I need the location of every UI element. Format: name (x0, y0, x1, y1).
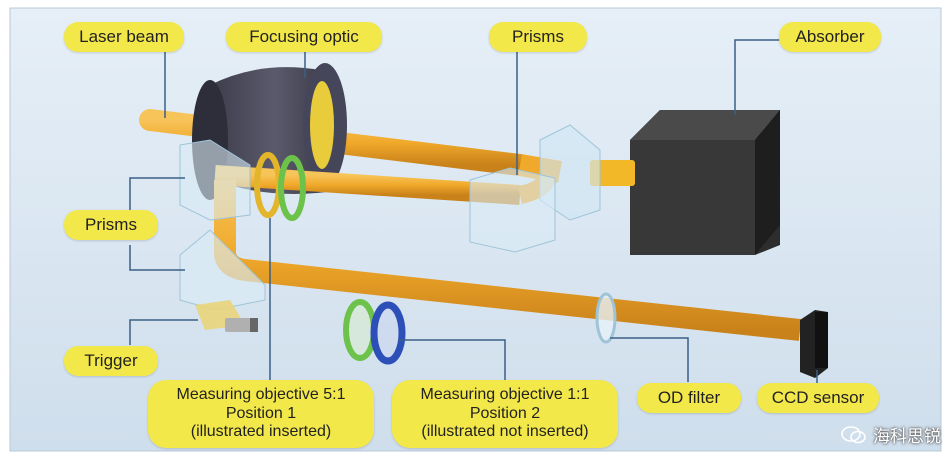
prism-top-middle (469, 167, 556, 253)
label-laser-beam: Laser beam (64, 22, 184, 52)
prism-left-upper (179, 139, 251, 221)
trigger-device (195, 300, 258, 332)
ccd-sensor-block (800, 310, 828, 378)
measuring-1-1-line2: Position 2 (469, 404, 541, 422)
label-od-filter: OD filter (637, 383, 741, 413)
focusing-optic-drum (192, 63, 347, 200)
objective-5-1-rings (254, 152, 306, 221)
measuring-5-1-line2: Position 1 (225, 404, 297, 422)
measuring-1-1-line1: Measuring objective 1:1 (420, 386, 590, 404)
label-measuring-objective-5-1: Measuring objective 5:1 Position 1 (illu… (148, 380, 374, 448)
measuring-5-1-line1: Measuring objective 5:1 (176, 386, 346, 404)
absorber-block (630, 110, 780, 255)
measuring-5-1-line3: (illustrated inserted) (190, 423, 332, 441)
leader-lines (129, 39, 818, 384)
watermark: 海科思锐 (841, 422, 941, 447)
label-focusing-optic: Focusing optic (226, 22, 382, 52)
measuring-1-1-line3: (illustrated not inserted) (421, 423, 589, 441)
wechat-icon (841, 425, 866, 443)
watermark-text: 海科思锐 (873, 427, 941, 447)
label-ccd-sensor: CCD sensor (757, 383, 879, 413)
prism-left-lower (179, 229, 266, 311)
objective-1-1-rings (343, 299, 406, 365)
label-measuring-objective-1-1: Measuring objective 1:1 Position 2 (illu… (392, 380, 618, 448)
od-filter (595, 292, 617, 344)
label-prisms-left: Prisms (64, 210, 158, 240)
label-absorber: Absorber (779, 22, 881, 52)
label-trigger: Trigger (64, 346, 158, 376)
label-prisms-top: Prisms (489, 22, 587, 52)
